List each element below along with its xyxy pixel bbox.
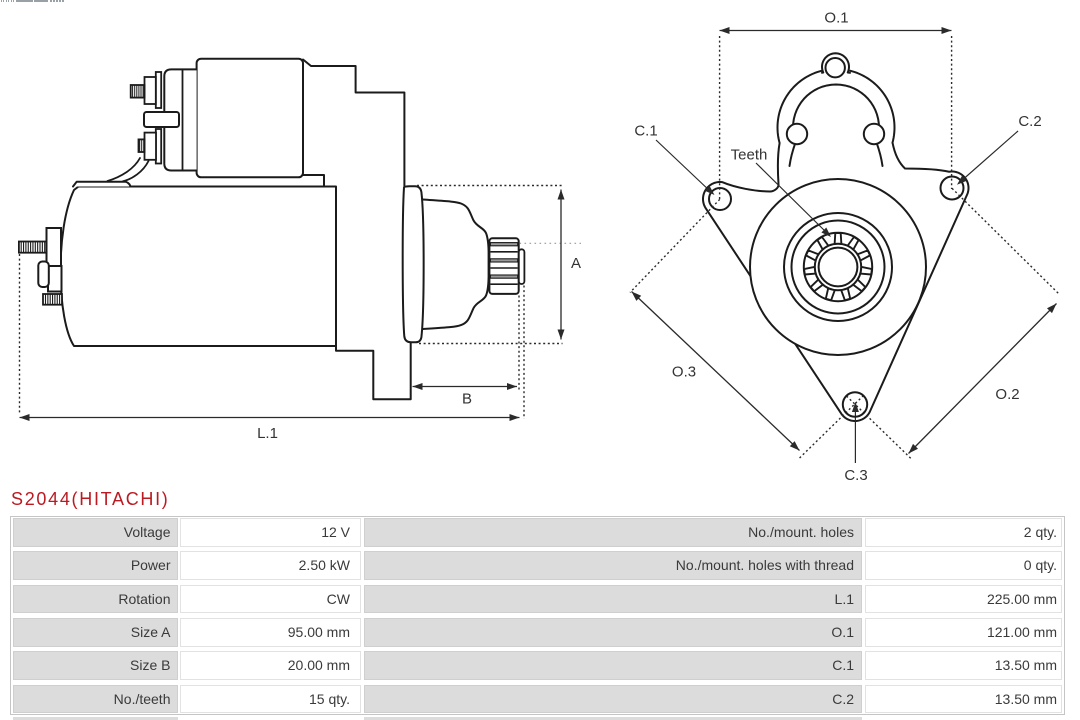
svg-text:A: A bbox=[571, 255, 581, 272]
svg-text:Teeth: Teeth bbox=[731, 147, 768, 164]
svg-text:C.1: C.1 bbox=[634, 123, 657, 140]
svg-text:C.2: C.2 bbox=[1018, 113, 1041, 130]
svg-text:O.2: O.2 bbox=[995, 386, 1019, 403]
svg-text:O.1: O.1 bbox=[824, 10, 848, 27]
svg-text:O.3: O.3 bbox=[672, 364, 696, 381]
svg-text:B: B bbox=[462, 391, 472, 408]
svg-text:C.3: C.3 bbox=[844, 467, 867, 484]
svg-text:L.1: L.1 bbox=[257, 425, 278, 442]
